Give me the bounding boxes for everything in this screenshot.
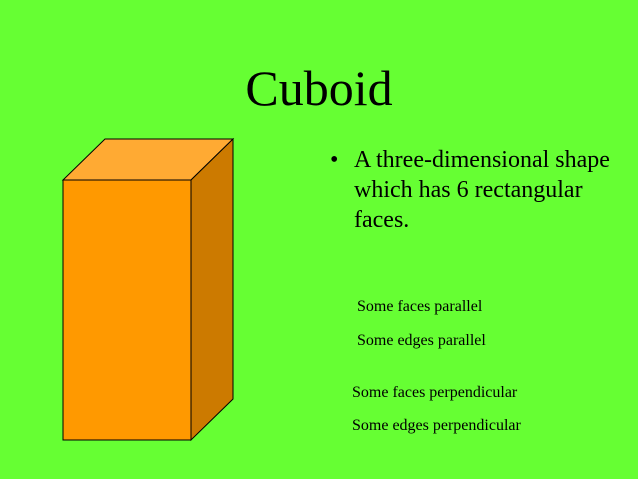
- note-edges-parallel: Some edges parallel: [357, 332, 486, 349]
- cuboid-front-face: [62, 179, 192, 441]
- note-faces-parallel: Some faces parallel: [357, 298, 483, 315]
- bullet-marker: •: [330, 147, 339, 173]
- note-edges-perpendicular: Some edges perpendicular: [352, 417, 521, 434]
- cuboid-side-face: [190, 137, 234, 442]
- slide-title: Cuboid: [245, 60, 393, 116]
- bullet-text: A three-dimensional shape which has 6 re…: [354, 147, 610, 233]
- note-faces-perpendicular: Some faces perpendicular: [352, 384, 518, 401]
